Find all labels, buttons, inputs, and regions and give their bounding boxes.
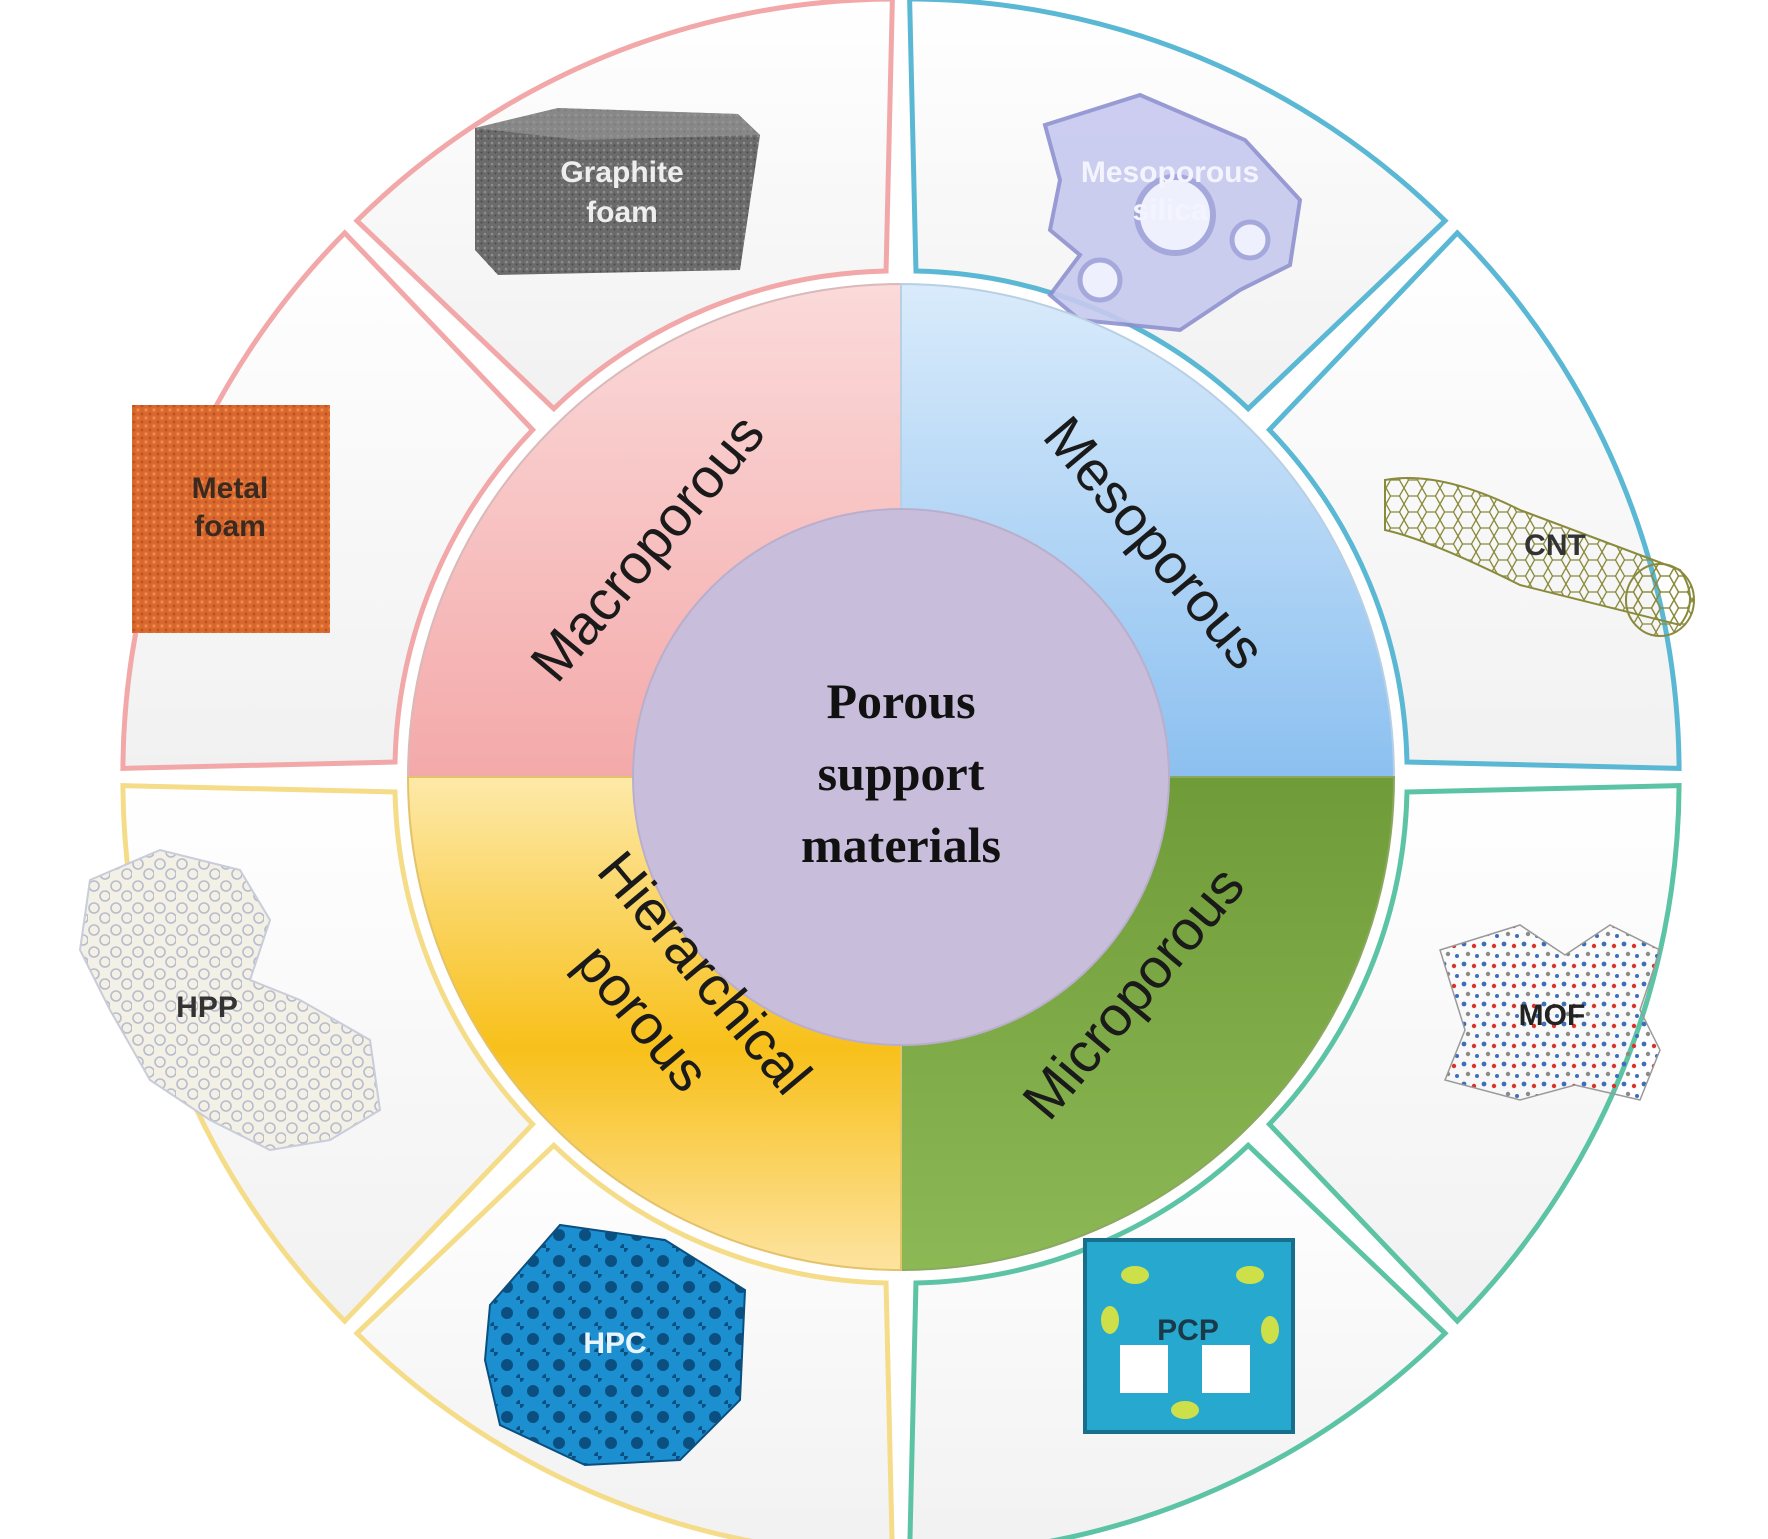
pcp-image <box>1083 1238 1295 1434</box>
metal-foam-image <box>132 405 330 633</box>
hpc-label: HPC <box>583 1327 646 1360</box>
center-title-line3: materials <box>801 817 1001 873</box>
graphite-foam-image <box>475 108 760 275</box>
pcp-label: PCP <box>1157 1314 1219 1347</box>
mof-image <box>1439 924 1661 1101</box>
mesoporous-silica-image <box>1042 92 1303 333</box>
hpc-image <box>483 1223 747 1467</box>
mof-label: MOF <box>1519 999 1586 1032</box>
material-images <box>78 92 1695 1467</box>
graphite-foam-label-line2: foam <box>586 196 658 229</box>
cnt-label: CNT <box>1524 529 1586 562</box>
hpp-label: HPP <box>176 991 238 1024</box>
center-title-line2: support <box>818 745 985 801</box>
graphite-foam-label-line1: Graphite <box>560 156 683 189</box>
mesoporous-silica-label-line2: silica <box>1132 194 1207 227</box>
cnt-image <box>1384 477 1695 637</box>
center-title-line1: Porous <box>826 673 975 729</box>
metal-foam-label-line1: Metal <box>192 472 269 505</box>
metal-foam-label-line2: foam <box>194 510 266 543</box>
center-circle <box>632 508 1170 1046</box>
mesoporous-silica-label-line1: Mesoporous <box>1081 156 1259 189</box>
hpp-image <box>78 848 382 1152</box>
